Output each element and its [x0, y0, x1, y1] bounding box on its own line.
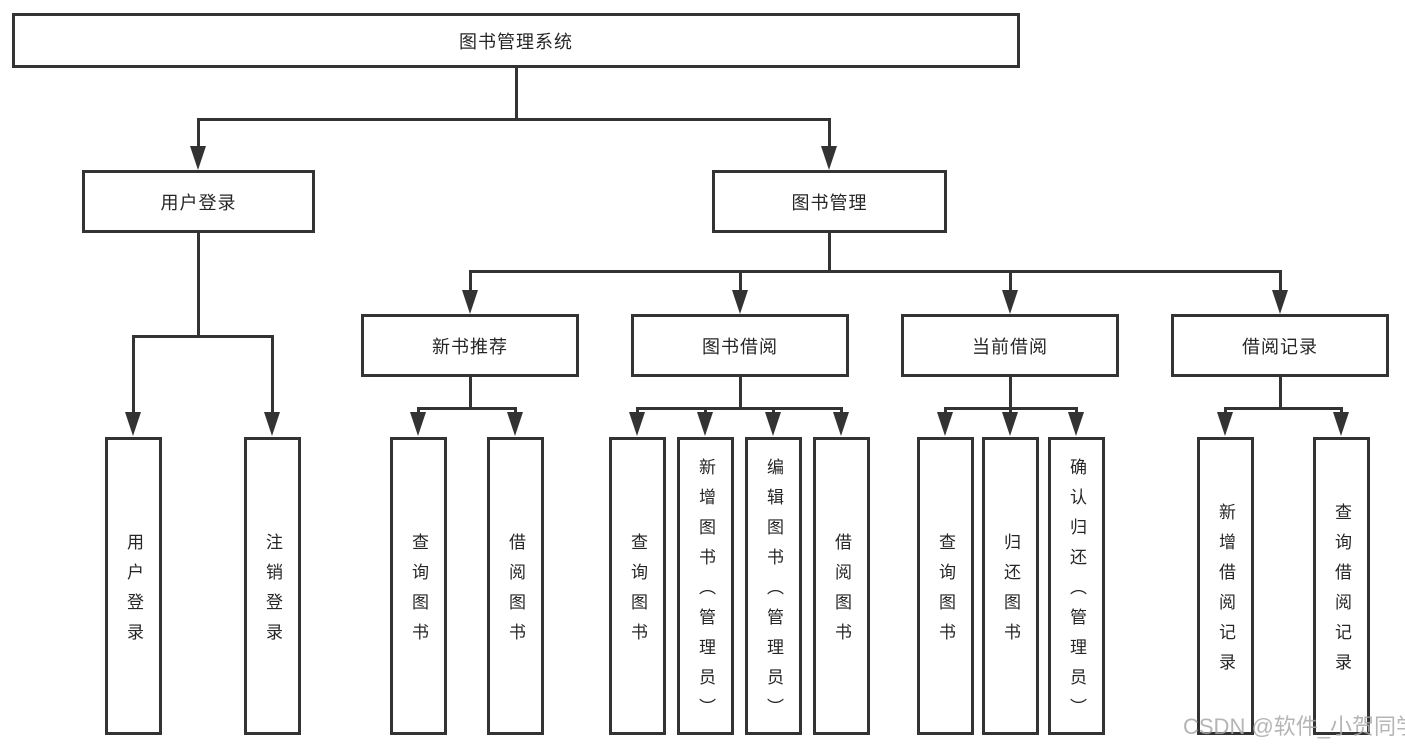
connector-new-book-drop	[469, 270, 472, 292]
connector-current-borrow-drop	[1009, 270, 1012, 292]
leaf-label: 借阅图书	[832, 532, 851, 653]
leaf-user-login: 用户登录	[105, 437, 162, 735]
leaf-label: 归还图书	[1001, 532, 1020, 653]
connector-leaf-login-drop	[132, 335, 135, 415]
connector-user-login-drop	[197, 118, 200, 150]
arrowhead-leaf	[1217, 412, 1233, 436]
leaf-add-borrow-record: 新增借阅记录	[1197, 437, 1254, 735]
leaf-label: 新增借阅记录	[1216, 502, 1235, 683]
connector-level2-bus	[197, 118, 831, 121]
connector-drop	[514, 407, 517, 416]
connector-level3-bus	[469, 270, 1282, 273]
leaf-label: 新增图书（管理员）	[696, 457, 715, 728]
arrowhead-new-book	[462, 290, 478, 314]
arrowhead-leaf-logout	[264, 412, 280, 436]
arrowhead-leaf	[833, 412, 849, 436]
leaf-edit-book-admin: 编辑图书（管理员）	[745, 437, 802, 735]
connector-borrow-record-stem	[1279, 377, 1282, 409]
leaf-return-book: 归还图书	[982, 437, 1039, 735]
leaf-add-book-admin: 新增图书（管理员）	[677, 437, 734, 735]
connector-drop	[704, 407, 707, 416]
leaf-logout: 注销登录	[244, 437, 301, 735]
arrowhead-leaf	[410, 412, 426, 436]
connector-book-borrow-drop	[739, 270, 742, 292]
arrowhead-leaf	[1333, 412, 1349, 436]
node-user-login: 用户登录	[82, 170, 315, 233]
connector-drop	[772, 407, 775, 416]
leaf-label: 注销登录	[263, 532, 282, 653]
arrowhead-current-borrow	[1002, 290, 1018, 314]
node-label: 借阅记录	[1242, 336, 1318, 357]
connector-drop	[1075, 407, 1078, 416]
leaf-label: 编辑图书（管理员）	[764, 457, 783, 728]
connector-current-borrow-stem	[1009, 377, 1012, 409]
node-new-book-recommend: 新书推荐	[361, 314, 579, 377]
arrowhead-borrow-record	[1272, 290, 1288, 314]
leaf-borrow-book: 借阅图书	[813, 437, 870, 735]
connector-user-login-bus	[132, 335, 274, 338]
leaf-label: 查询借阅记录	[1332, 502, 1351, 683]
csdn-watermark: CSDN @软件_小贺同学	[1183, 714, 1405, 739]
leaf-recommend-query-book: 查询图书	[390, 437, 447, 735]
leaf-label: 用户登录	[124, 532, 143, 653]
node-book-borrow: 图书借阅	[631, 314, 849, 377]
arrowhead-leaf	[937, 412, 953, 436]
connector-new-book-bus	[417, 407, 517, 410]
arrowhead-leaf	[507, 412, 523, 436]
connector-drop	[1224, 407, 1227, 416]
connector-book-mgmt-drop	[828, 118, 831, 150]
arrowhead-leaf	[765, 412, 781, 436]
node-current-borrow: 当前借阅	[901, 314, 1119, 377]
leaf-confirm-return-admin: 确认归还（管理员）	[1048, 437, 1105, 735]
leaf-query-borrow-record: 查询借阅记录	[1313, 437, 1370, 735]
arrowhead-leaf	[1068, 412, 1084, 436]
connector-drop	[417, 407, 420, 416]
connector-leaf-logout-drop	[271, 335, 274, 415]
leaf-current-query-book: 查询图书	[917, 437, 974, 735]
node-label: 当前借阅	[972, 336, 1048, 357]
node-label: 图书管理	[791, 192, 868, 213]
connector-drop	[636, 407, 639, 416]
connector-drop	[1340, 407, 1343, 416]
connector-new-book-stem	[469, 377, 472, 409]
connector-drop	[944, 407, 947, 416]
node-label: 图书借阅	[702, 336, 778, 357]
node-book-management: 图书管理	[712, 170, 947, 233]
leaf-label: 确认归还（管理员）	[1067, 457, 1086, 728]
leaf-borrow-query-book: 查询图书	[609, 437, 666, 735]
arrowhead-leaf	[629, 412, 645, 436]
connector-borrow-record-bus	[1224, 407, 1343, 410]
node-label: 用户登录	[160, 192, 237, 213]
leaf-label: 借阅图书	[506, 532, 525, 653]
leaf-label: 查询图书	[409, 532, 428, 653]
connector-root-stem	[515, 68, 518, 120]
connector-borrow-record-drop	[1279, 270, 1282, 292]
arrowhead-leaf	[697, 412, 713, 436]
arrowhead-leaf	[1002, 412, 1018, 436]
leaf-label: 查询图书	[936, 532, 955, 653]
connector-book-borrow-stem	[739, 377, 742, 409]
arrowhead-leaf-login	[125, 412, 141, 436]
node-label: 新书推荐	[432, 336, 508, 357]
node-root-library-system: 图书管理系统	[12, 13, 1020, 68]
leaf-label: 查询图书	[628, 532, 647, 653]
connector-book-mgmt-stem	[828, 233, 831, 272]
connector-user-login-stem	[197, 233, 200, 337]
connector-book-borrow-bus	[636, 407, 843, 410]
node-borrow-record: 借阅记录	[1171, 314, 1389, 377]
connector-drop	[840, 407, 843, 416]
arrowhead-user-login	[190, 146, 206, 170]
connector-drop	[1009, 407, 1012, 416]
arrowhead-book-borrow	[732, 290, 748, 314]
arrowhead-book-mgmt	[821, 146, 837, 170]
node-label: 图书管理系统	[459, 31, 573, 52]
leaf-recommend-borrow-book: 借阅图书	[487, 437, 544, 735]
